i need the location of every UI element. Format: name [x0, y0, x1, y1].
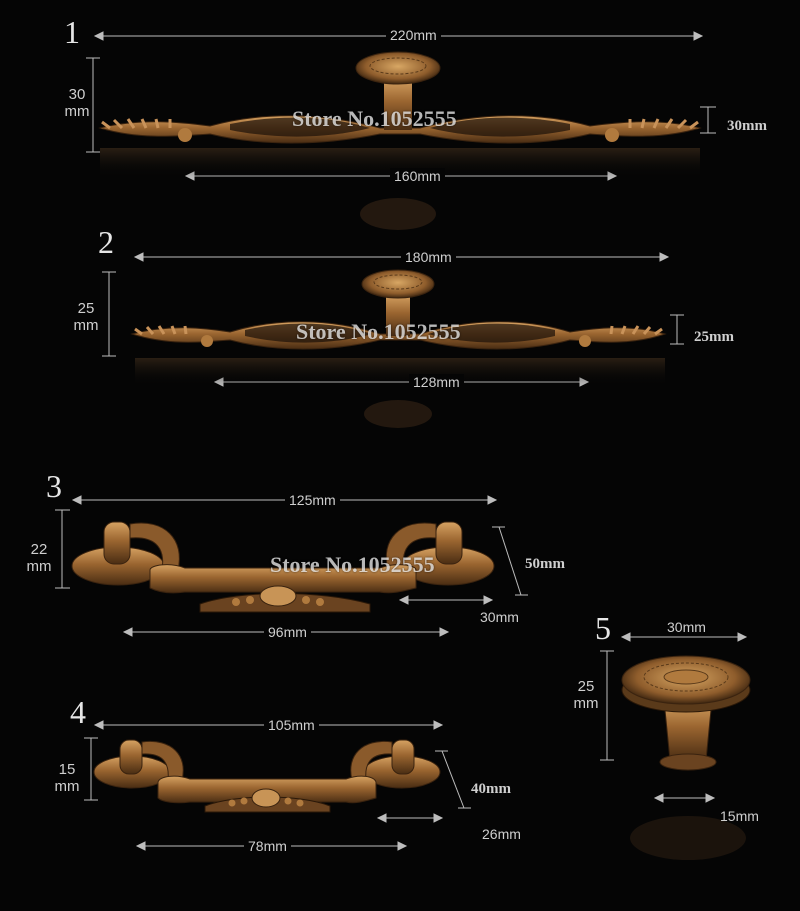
item-1-height-value: 30	[68, 86, 86, 103]
item-5-height-unit: mm	[573, 695, 599, 712]
item-number-2: 2	[98, 224, 114, 260]
item-4-end-width: 26mm	[482, 826, 521, 842]
item-1-hole-spacing: 160mm	[390, 168, 445, 184]
item-3-hole-spacing: 96mm	[264, 624, 311, 640]
item-number-3: 3	[46, 468, 62, 504]
item-4-height-unit: mm	[54, 778, 80, 795]
item-3-end-width: 30mm	[480, 609, 519, 625]
item-2-hole-spacing: 128mm	[409, 374, 464, 390]
item-5-base-diameter: 15mm	[720, 808, 759, 824]
item-3-total-length: 125mm	[285, 492, 340, 508]
item-3-height-unit: mm	[26, 558, 52, 575]
item-2-height-value: 25	[77, 300, 95, 317]
item-4-total-length: 105mm	[264, 717, 319, 733]
item-4-depth: 40mm	[471, 781, 511, 797]
knob-5-drawing	[600, 632, 751, 860]
item-2-side-height: 25mm	[694, 329, 734, 345]
item-number-1: 1	[64, 14, 80, 50]
item-4-hole-spacing: 78mm	[244, 838, 291, 854]
watermark-2: Store No.1052555	[296, 319, 461, 344]
handle-2-drawing	[102, 252, 684, 428]
item-number-4: 4	[70, 694, 86, 730]
item-1-side-height: 30mm	[727, 118, 767, 134]
item-2-height-unit: mm	[73, 317, 99, 334]
item-3-height-value: 22	[30, 541, 48, 558]
item-1-height-unit: mm	[64, 103, 90, 120]
handle-4-drawing	[84, 720, 471, 851]
item-1-total-length: 220mm	[386, 27, 441, 43]
handle-1-drawing	[86, 31, 716, 230]
watermark-3: Store No.1052555	[270, 552, 435, 577]
item-5-height-value: 25	[577, 678, 595, 695]
item-3-depth: 50mm	[525, 556, 565, 572]
item-5-diameter: 30mm	[663, 619, 710, 635]
handle-3-drawing	[55, 495, 528, 637]
item-2-total-length: 180mm	[401, 249, 456, 265]
watermark-1: Store No.1052555	[292, 106, 457, 131]
item-4-height-value: 15	[58, 761, 76, 778]
item-number-5: 5	[595, 610, 611, 646]
